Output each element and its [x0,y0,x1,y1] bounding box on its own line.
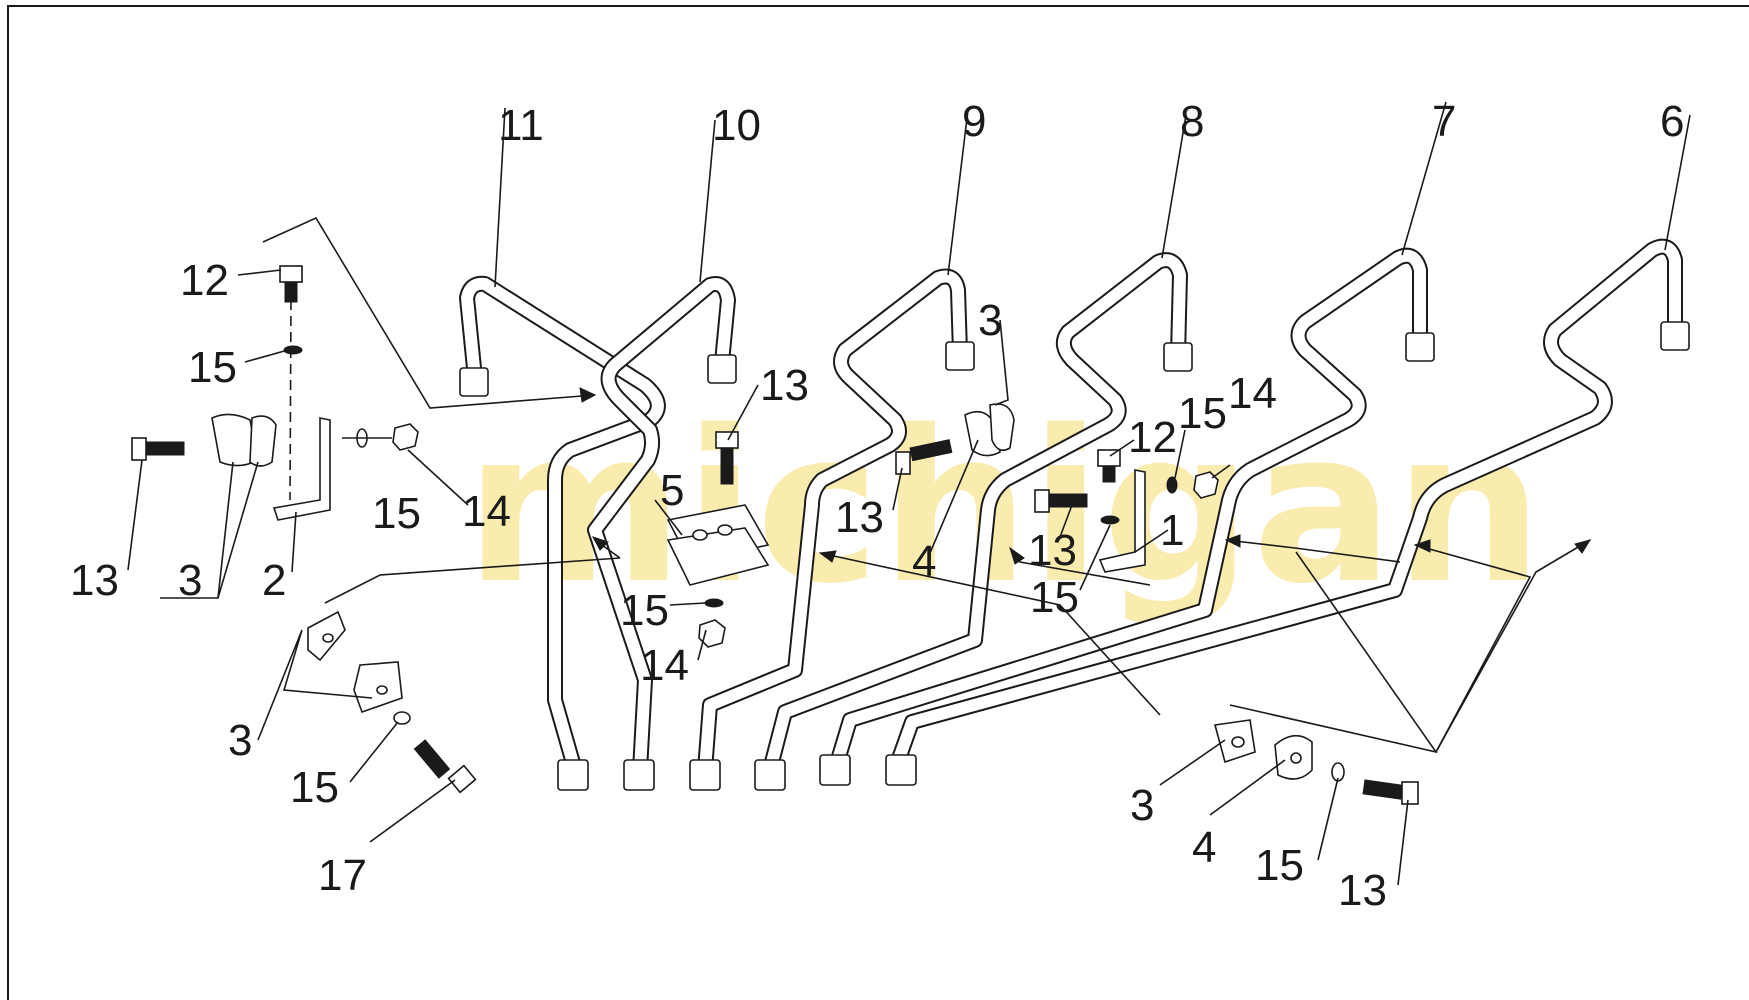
bolt-13-center [715,431,739,485]
callout-14-center: 14 [640,641,689,690]
callout-13-left: 13 [70,556,119,605]
callout-15-right: 15 [1178,389,1227,438]
callout-1: 1 [1160,506,1184,555]
bolt-13-mid [895,439,953,475]
callout-14-left: 14 [462,487,511,536]
washer-15-right [1166,476,1178,494]
callout-4-mid: 4 [912,537,936,586]
callout-15-right-lower: 15 [1030,573,1079,622]
clamp-4-lower-right [1274,734,1313,780]
nut-14-center [698,619,726,648]
callout-8: 8 [1180,97,1204,146]
callout-3-left: 3 [178,556,202,605]
bolt-13-left [131,437,185,461]
pipe-11 [459,275,666,778]
callout-12-left: 12 [180,256,229,305]
bolt-17 [413,739,477,794]
callout-10: 10 [712,101,761,150]
pipe-7 [827,247,1428,778]
bolt-12-right [1097,449,1121,483]
bolt-13-right [1034,489,1088,513]
bolt-13-lower-right [1362,779,1419,805]
bolt-12-left [279,265,303,501]
callout-13-right: 13 [1028,526,1077,575]
callout-13-lower-right: 13 [1338,866,1387,915]
washer-15-lower-left [393,711,411,725]
pipe-6 [887,238,1683,778]
callout-6: 6 [1660,97,1684,146]
callout-15-lower-right: 15 [1255,841,1304,890]
callout-14-right: 14 [1228,369,1277,418]
washer-15-right-lower [1100,515,1120,525]
leader-lines [127,101,1691,886]
washer-15-top-left [283,345,303,355]
bracket-2 [272,417,331,521]
callout-4-lower-right: 4 [1192,823,1216,872]
callout-17: 17 [318,851,367,900]
clamp-3-lower-right [1213,719,1256,764]
clamp-3-left [211,413,277,467]
callout-12-right: 12 [1128,413,1177,462]
callout-2: 2 [262,556,286,605]
nut-14-right [1193,471,1219,499]
callout-7: 7 [1432,97,1456,146]
pipe-8 [762,252,1188,778]
callout-15-top-left: 15 [188,343,237,392]
washer-15-center [704,598,724,608]
nut-14-left [392,423,419,451]
callout-3-lower-right: 3 [1130,781,1154,830]
callout-15-center: 15 [620,586,669,635]
pipe-10 [587,276,736,778]
clamp-3-mid [964,403,1015,457]
callout-11: 11 [498,101,544,150]
callout-13-center: 13 [760,361,809,410]
pipe-9 [697,268,968,778]
callout-15-lower-left: 15 [290,763,339,812]
callout-13-mid: 13 [835,493,884,542]
callout-9: 9 [962,97,986,146]
pipe-nuts [459,321,1690,791]
clamp-3-lower-left [307,610,403,714]
callout-3-mid: 3 [978,296,1002,345]
callout-5: 5 [660,466,684,515]
clamp-block-5 [666,504,770,586]
diagram-frame [7,5,1749,1000]
callout-3-lower-left: 3 [228,716,252,765]
callout-15-left: 15 [372,489,421,538]
